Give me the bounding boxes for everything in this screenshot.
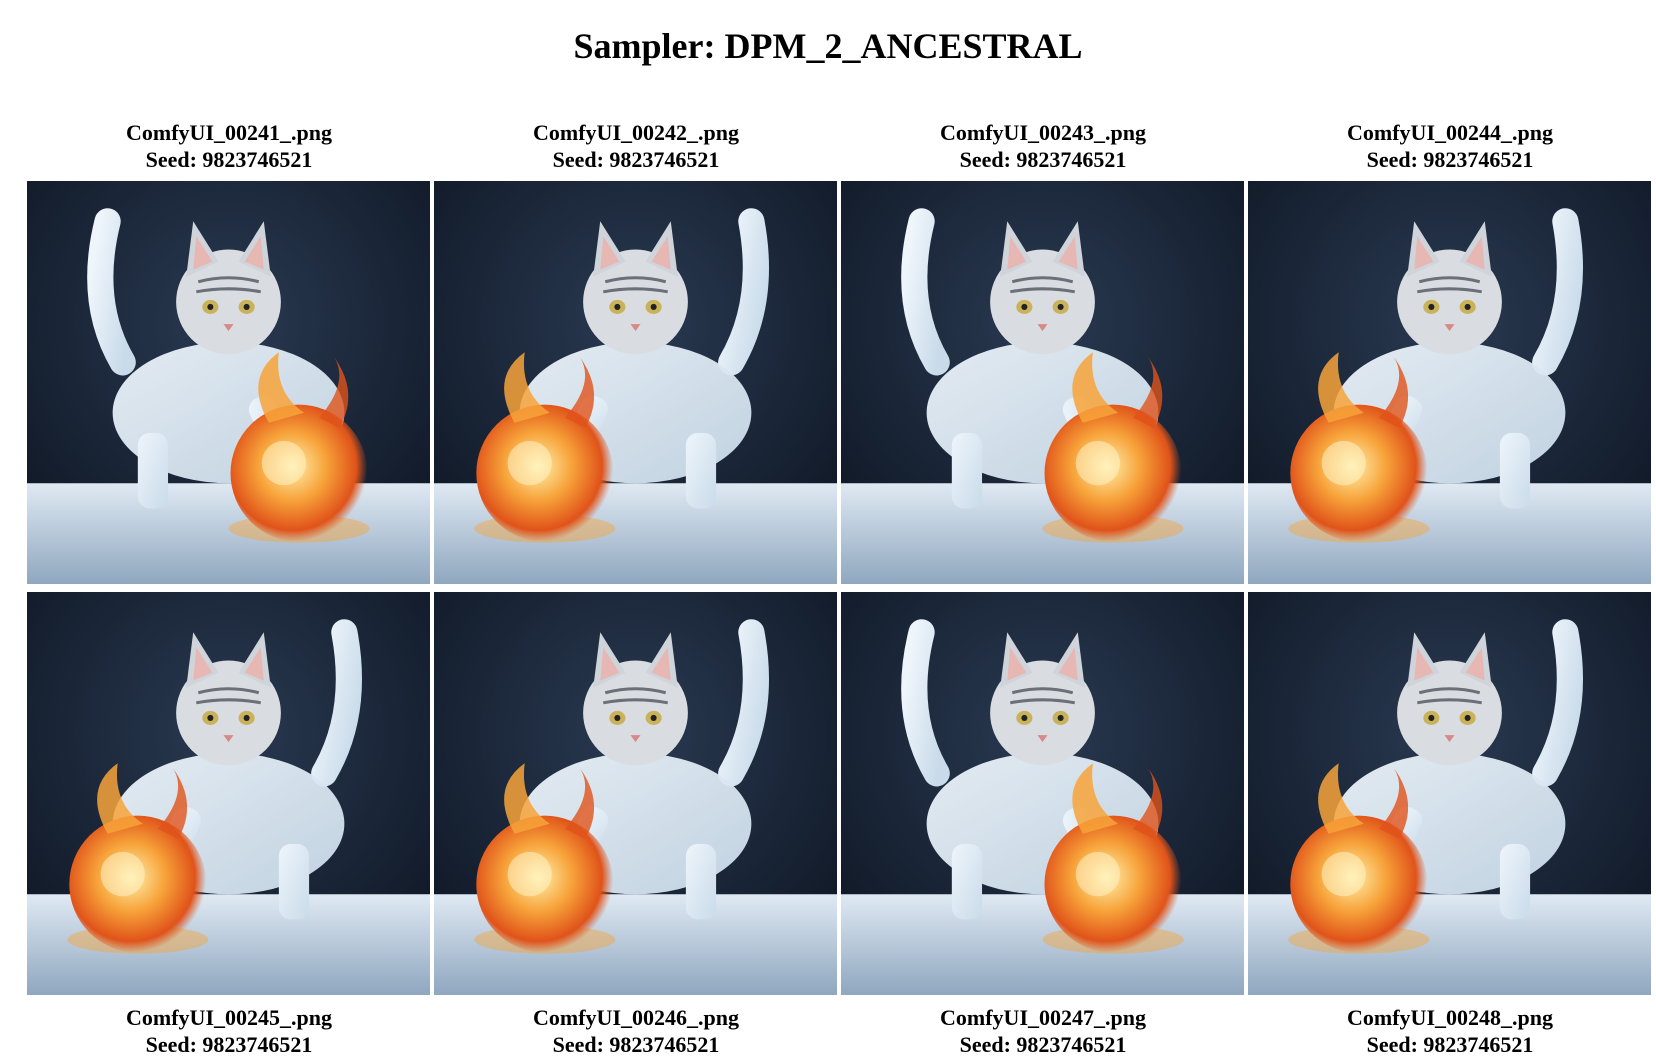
- generated-image: [27, 592, 430, 995]
- image-caption-1: ComfyUI_00241_.png Seed: 9823746521: [27, 119, 431, 173]
- image-tile-2[interactable]: [434, 181, 837, 584]
- cat-head: [1397, 249, 1502, 355]
- image-caption-4: ComfyUI_00244_.png Seed: 9823746521: [1248, 119, 1652, 173]
- cat-head: [583, 249, 688, 355]
- image-tile-8[interactable]: [1248, 592, 1651, 995]
- image-caption-5: ComfyUI_00245_.png Seed: 9823746521: [27, 1004, 431, 1058]
- image-caption-8: ComfyUI_00248_.png Seed: 9823746521: [1248, 1004, 1652, 1058]
- image-seed: Seed: 9823746521: [145, 1032, 313, 1057]
- image-filename: ComfyUI_00244_.png: [1347, 120, 1553, 145]
- cat-tail: [901, 208, 950, 376]
- generated-image: [1248, 181, 1651, 584]
- image-seed: Seed: 9823746521: [959, 1032, 1127, 1057]
- image-filename: ComfyUI_00243_.png: [940, 120, 1146, 145]
- generated-image: [841, 181, 1244, 584]
- image-caption-2: ComfyUI_00242_.png Seed: 9823746521: [434, 119, 838, 173]
- generated-image: [27, 181, 430, 584]
- image-caption-6: ComfyUI_00246_.png Seed: 9823746521: [434, 1004, 838, 1058]
- generated-image: [434, 181, 837, 584]
- image-filename: ComfyUI_00245_.png: [126, 1005, 332, 1030]
- cat-tail: [1532, 619, 1583, 787]
- image-seed: Seed: 9823746521: [1366, 1032, 1534, 1057]
- image-tile-7[interactable]: [841, 592, 1244, 995]
- image-seed: Seed: 9823746521: [1366, 147, 1534, 172]
- cat-head: [583, 660, 688, 766]
- cat-tail: [718, 208, 769, 376]
- image-tile-3[interactable]: [841, 181, 1244, 584]
- image-seed: Seed: 9823746521: [959, 147, 1127, 172]
- generated-image: [1248, 592, 1651, 995]
- image-filename: ComfyUI_00248_.png: [1347, 1005, 1553, 1030]
- cat-head: [176, 249, 281, 355]
- cat-head: [1397, 660, 1502, 766]
- cat-head: [176, 660, 281, 766]
- cat-tail: [718, 619, 769, 787]
- image-tile-1[interactable]: [27, 181, 430, 584]
- image-filename: ComfyUI_00247_.png: [940, 1005, 1146, 1030]
- cat-tail: [311, 619, 362, 787]
- image-filename: ComfyUI_00241_.png: [126, 120, 332, 145]
- cat-tail: [901, 619, 950, 787]
- page-title: Sampler: DPM_2_ANCESTRAL: [573, 26, 1083, 66]
- cat-head: [990, 249, 1095, 355]
- image-seed: Seed: 9823746521: [552, 147, 720, 172]
- generated-image: [434, 592, 837, 995]
- image-caption-3: ComfyUI_00243_.png Seed: 9823746521: [841, 119, 1245, 173]
- image-seed: Seed: 9823746521: [552, 1032, 720, 1057]
- image-tile-4[interactable]: [1248, 181, 1651, 584]
- generated-image: [841, 592, 1244, 995]
- image-filename: ComfyUI_00246_.png: [533, 1005, 739, 1030]
- cat-head: [990, 660, 1095, 766]
- image-tile-5[interactable]: [27, 592, 430, 995]
- image-seed: Seed: 9823746521: [145, 147, 313, 172]
- image-tile-6[interactable]: [434, 592, 837, 995]
- image-caption-7: ComfyUI_00247_.png Seed: 9823746521: [841, 1004, 1245, 1058]
- cat-tail: [87, 208, 136, 376]
- cat-tail: [1532, 208, 1583, 376]
- image-filename: ComfyUI_00242_.png: [533, 120, 739, 145]
